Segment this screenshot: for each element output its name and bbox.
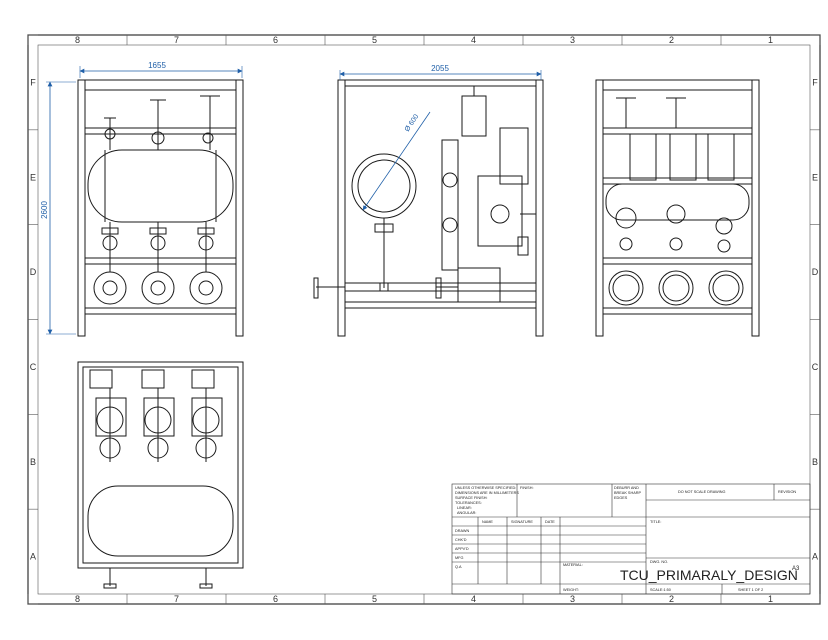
- tb-col-date: DATE: [545, 520, 555, 524]
- zone-row-label: A: [30, 552, 36, 562]
- drawing-number: TCU_PRIMARALY_DESIGN: [620, 567, 798, 583]
- title-block-text: UNLESS OTHERWISE SPECIFIED: DIMENSIONS A…: [455, 486, 800, 592]
- front-view: [77, 79, 244, 337]
- tb-note-2: SURFACE FINISH:: [455, 496, 488, 500]
- tb-sheet-label: SHEET 1 OF 2: [738, 588, 763, 592]
- tb-deburr-0: DEBURR AND: [614, 486, 639, 490]
- tb-col-signature: SIGNATURE: [511, 520, 533, 524]
- tb-finish-label: FINISH:: [520, 486, 534, 490]
- dimension-side-width: 2055: [431, 64, 449, 73]
- title-block: [451, 483, 811, 595]
- zone-column-label: 2: [669, 35, 674, 45]
- zone-column-label: 7: [174, 594, 179, 604]
- tb-note-4: LINEAR:: [457, 506, 472, 510]
- zone-column-label: 2: [669, 594, 674, 604]
- zone-column-label: 4: [471, 594, 476, 604]
- zone-row-label: D: [30, 267, 37, 277]
- tb-row-mfg: MFG: [455, 556, 463, 560]
- zone-row-label: C: [30, 362, 37, 372]
- inner-border: [37, 44, 811, 595]
- side-view: [313, 79, 544, 337]
- zone-column-label: 6: [273, 594, 278, 604]
- front-height-dimension: 2600: [40, 81, 76, 335]
- rear-view: [595, 79, 760, 337]
- zone-column-label: 4: [471, 35, 476, 45]
- zone-row-label: F: [812, 77, 818, 87]
- tb-note-0: UNLESS OTHERWISE SPECIFIED:: [455, 486, 516, 490]
- tb-title-label: TITLE:: [650, 520, 661, 524]
- zone-row-label: C: [812, 362, 819, 372]
- tb-col-name: NAME: [482, 520, 493, 524]
- tb-note-5: ANGULAR:: [457, 511, 476, 515]
- tb-scale-label: SCALE:1:50: [650, 588, 671, 592]
- zone-column-label: 1: [768, 35, 773, 45]
- tb-deburr-1: BREAK SHARP: [614, 491, 641, 495]
- zone-column-label: 1: [768, 594, 773, 604]
- zone-row-label: E: [30, 172, 36, 182]
- zone-column-label: 8: [75, 35, 80, 45]
- tb-row-chkd: CHK'D: [455, 538, 467, 542]
- tb-size: A3: [792, 566, 800, 572]
- zone-row-label: B: [30, 457, 36, 467]
- side-width-dimension: 2055: [339, 64, 542, 80]
- dimension-front-height: 2600: [40, 201, 49, 219]
- zone-row-label: F: [30, 77, 36, 87]
- zone-column-label: 8: [75, 594, 80, 604]
- front-width-dimension: 1655: [79, 61, 243, 78]
- tb-dwg-no-label: DWG. NO.: [650, 560, 668, 564]
- tank-diameter-dimension: Ø 600: [362, 111, 431, 211]
- zone-column-label: 3: [570, 35, 575, 45]
- tb-row-appvd: APPV'D: [455, 547, 469, 551]
- dimension-front-width: 1655: [148, 61, 166, 70]
- zone-row-label: D: [812, 267, 819, 277]
- zone-column-label: 5: [372, 594, 377, 604]
- tb-material-label: MATERIAL:: [563, 563, 583, 567]
- tb-note-3: TOLERANCES:: [455, 501, 482, 505]
- tb-deburr-2: EDGES: [614, 496, 628, 500]
- zone-row-label: A: [812, 552, 818, 562]
- zone-row-label: E: [812, 172, 818, 182]
- tb-weight-label: WEIGHT:: [563, 588, 579, 592]
- zone-column-label: 7: [174, 35, 179, 45]
- zone-row-label: B: [812, 457, 818, 467]
- zone-column-label: 5: [372, 35, 377, 45]
- tb-revision-label: REVISION: [778, 490, 796, 494]
- tb-note-1: DIMENSIONS ARE IN MILLIMETERS: [455, 491, 519, 495]
- zone-column-label: 3: [570, 594, 575, 604]
- tb-row-drawn: DRAWN: [455, 529, 469, 533]
- top-view: [77, 361, 244, 589]
- tb-no-scale: DO NOT SCALE DRAWING: [678, 490, 726, 494]
- tb-row-qa: Q.A: [455, 565, 462, 569]
- zone-column-label: 6: [273, 35, 278, 45]
